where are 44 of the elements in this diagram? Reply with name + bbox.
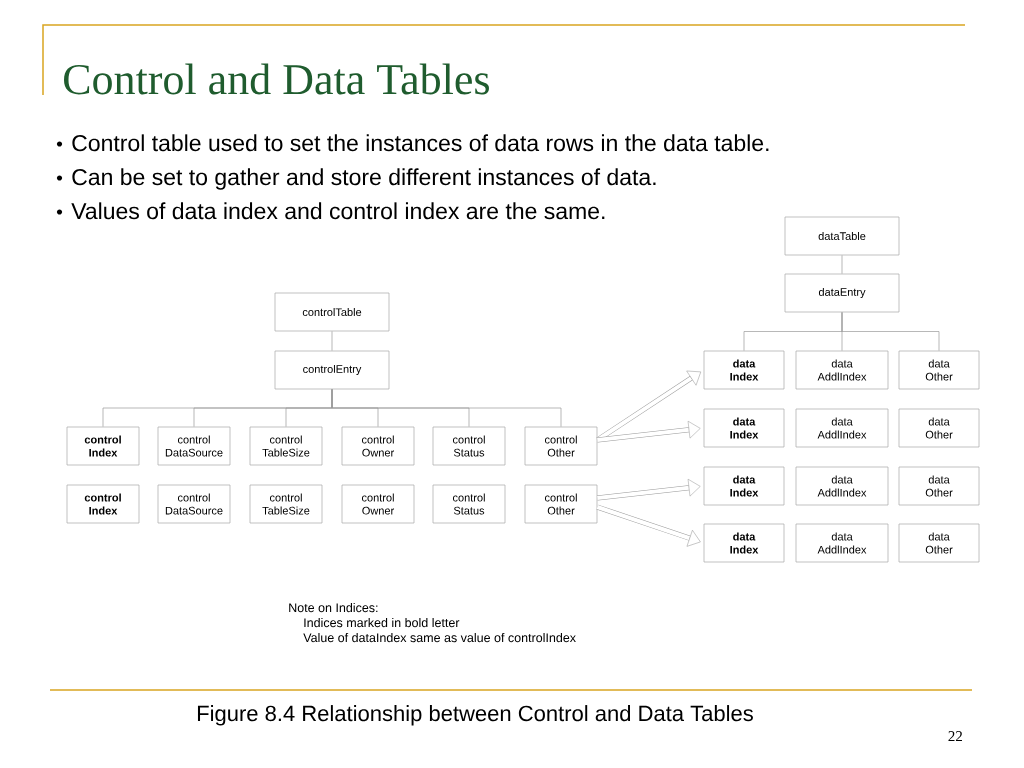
table-box: data Index [703, 408, 785, 448]
table-box: control Other [524, 426, 598, 466]
table-box: data Other [898, 408, 980, 448]
slide-title: Control and Data Tables [64, 63, 489, 95]
note-text: Indices marked in bold letter [304, 617, 460, 628]
table-box: control Status [432, 426, 506, 466]
table-box: data Index [703, 350, 785, 390]
table-box: control Other [524, 484, 598, 524]
table-box: data AddlIndex [795, 408, 889, 448]
table-box: control TableSize [249, 426, 323, 466]
table-box: control TableSize [249, 484, 323, 524]
table-box: data Other [898, 350, 980, 390]
note-text: Value of dataIndex same as value of controlIndex [303, 632, 576, 643]
connector-line [331, 389, 562, 427]
bullet-text: Control table used to set the instances of data rows in the data table. [72, 134, 769, 152]
hollow-arrow [597, 420, 701, 443]
table-box: dataTable [784, 216, 900, 256]
table-box: control Owner [341, 426, 415, 466]
table-box: data Other [898, 466, 980, 506]
bullet-text: Can be set to gather and store different instances of data. [72, 168, 656, 190]
table-box: data AddlIndex [795, 350, 889, 390]
hollow-arrow [597, 478, 701, 501]
bullet-text: Values of data index and control index are the same. [71, 202, 605, 220]
table-box: data Index [703, 466, 785, 506]
connector-line [841, 312, 940, 351]
table-box: controlTable [274, 292, 390, 332]
table-box: dataEntry [784, 273, 900, 313]
table-box: control Index [66, 426, 140, 466]
table-box: control Index [66, 484, 140, 524]
figure-caption: Figure 8.4 Relationship between Control and Data Tables [197, 705, 753, 726]
page-number: 22 [948, 731, 962, 741]
hollow-arrow [596, 504, 701, 547]
table-box: control Status [432, 484, 506, 524]
table-box: control DataSource [157, 484, 231, 524]
table-box: data AddlIndex [795, 466, 889, 506]
table-box: data Index [703, 523, 785, 563]
table-box: controlEntry [274, 350, 390, 390]
note-text: Note on Indices: [289, 602, 378, 613]
table-box: control Owner [341, 484, 415, 524]
table-box: data AddlIndex [795, 523, 889, 563]
table-box: control DataSource [157, 426, 231, 466]
table-box: data Other [898, 523, 980, 563]
connector-line [331, 331, 333, 351]
connector-line [841, 255, 843, 274]
